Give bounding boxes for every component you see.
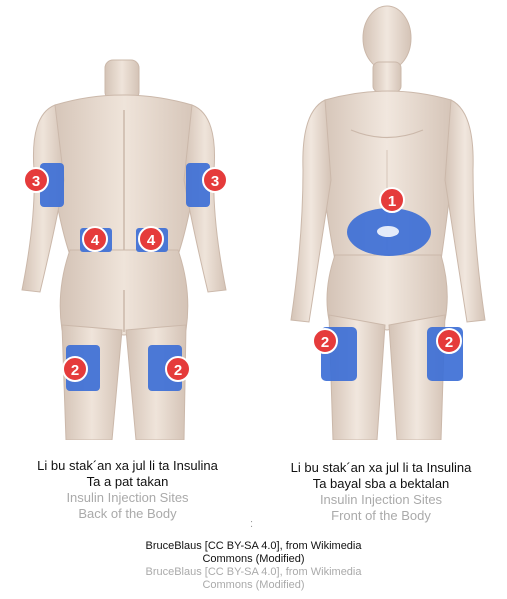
front-body-figure: 1 2 2 xyxy=(255,0,507,440)
back-body-illustration xyxy=(0,0,250,440)
site-number-marker: 2 xyxy=(62,356,88,382)
credit-line: Commons (Modified) xyxy=(0,579,507,592)
site-number-marker: 3 xyxy=(23,167,49,193)
site-number-marker: 2 xyxy=(312,328,338,354)
caption-line: Li bu stak´an xa jul li ta Insulina xyxy=(255,460,507,476)
back-body-figure: 3 3 4 4 2 2 xyxy=(0,0,250,440)
image-credit: BruceBlaus [CC BY-SA 4.0], from Wikimedi… xyxy=(0,540,507,592)
front-body-caption: Li bu stak´an xa jul li ta Insulina Ta b… xyxy=(255,460,507,524)
stray-mark: : xyxy=(250,518,253,530)
caption-translation-line: Back of the Body xyxy=(0,506,255,522)
caption-translation-line: Insulin Injection Sites xyxy=(0,490,255,506)
site-number-marker: 2 xyxy=(436,328,462,354)
site-number-marker: 3 xyxy=(202,167,228,193)
credit-line: BruceBlaus [CC BY-SA 4.0], from Wikimedi… xyxy=(0,540,507,553)
caption-translation-line: Front of the Body xyxy=(255,508,507,524)
caption-translation-line: Insulin Injection Sites xyxy=(255,492,507,508)
site-number-marker: 2 xyxy=(165,356,191,382)
credit-line: Commons (Modified) xyxy=(0,553,507,566)
caption-line: Ta bayal sba a bektalan xyxy=(255,476,507,492)
site-number-marker: 1 xyxy=(379,187,405,213)
site-number-marker: 4 xyxy=(138,226,164,252)
site-number-marker: 4 xyxy=(82,226,108,252)
caption-line: Ta a pat takan xyxy=(0,474,255,490)
caption-line: Li bu stak´an xa jul li ta Insulina xyxy=(0,458,255,474)
back-body-caption: Li bu stak´an xa jul li ta Insulina Ta a… xyxy=(0,458,255,522)
credit-line: BruceBlaus [CC BY-SA 4.0], from Wikimedi… xyxy=(0,566,507,579)
navel-hole xyxy=(377,226,399,237)
